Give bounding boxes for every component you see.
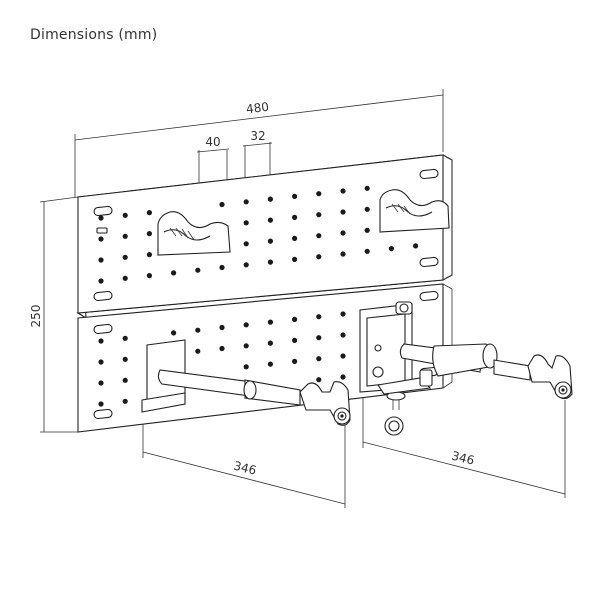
peg-hole (98, 380, 104, 386)
peg-hole (292, 256, 298, 262)
hook-left (157, 211, 231, 256)
peg-hole (316, 191, 322, 197)
peg-hole (364, 185, 370, 191)
peg-hole (122, 254, 128, 260)
peg-hole (292, 214, 298, 220)
peg-hole (267, 217, 273, 223)
peg-hole (267, 340, 273, 346)
peg-hole (146, 231, 152, 237)
peg-hole (364, 206, 370, 212)
peg-hole (340, 332, 346, 338)
dim-label-hole-spacing-a: 40 (205, 135, 220, 149)
peg-hole (292, 337, 298, 343)
peg-hole (219, 324, 225, 331)
peg-hole (146, 252, 152, 258)
peg-hole (267, 196, 273, 202)
peg-hole (122, 335, 128, 341)
peg-hole (364, 227, 370, 233)
peg-hole (292, 193, 298, 199)
peg-hole (243, 220, 249, 226)
peg-hole (267, 238, 273, 244)
peg-hole (267, 319, 273, 325)
peg-hole (98, 215, 104, 221)
peg-hole (316, 356, 322, 362)
peg-hole (316, 377, 322, 383)
peg-hole (340, 311, 346, 317)
peg-hole (243, 322, 249, 328)
peg-hole (340, 230, 346, 236)
peg-hole (98, 401, 104, 407)
peg-hole (340, 251, 346, 257)
peg-hole (316, 314, 322, 320)
hook-right (379, 189, 450, 233)
peg-hole (267, 361, 273, 367)
dim-height: 250 (29, 196, 79, 433)
peg-hole (364, 248, 370, 254)
peg-hole (98, 359, 104, 365)
arm-left (157, 369, 351, 426)
dim-overall-width: 480 (74, 89, 444, 197)
peg-hole (243, 262, 249, 268)
diagram-title: Dimensions (mm) (30, 27, 158, 43)
peg-hole (98, 236, 104, 242)
peg-hole (316, 212, 322, 218)
peg-hole (292, 316, 298, 322)
peg-hole (219, 264, 225, 271)
peg-hole (146, 273, 152, 279)
peg-hole (195, 267, 201, 273)
peg-hole (243, 364, 249, 370)
dim-arm-right: 346 (362, 395, 566, 498)
peg-hole (98, 338, 104, 344)
dim-arm-left: 346 (142, 405, 346, 508)
upper-slots (93, 168, 439, 302)
peg-hole (122, 212, 128, 218)
upper-panel (76, 154, 453, 320)
peg-hole (340, 353, 346, 359)
arm-right-clamp (359, 301, 433, 436)
dim-label-hole-spacing-b: 32 (250, 129, 265, 143)
peg-hole (340, 209, 346, 215)
peg-hole (122, 377, 128, 383)
lock-screw (96, 227, 108, 234)
peg-hole (316, 254, 322, 260)
upper-hole-grid (98, 185, 419, 284)
peg-hole (243, 199, 249, 205)
peg-hole (316, 335, 322, 341)
peg-hole (98, 278, 104, 284)
dim-label-arm-left: 346 (232, 459, 258, 478)
peg-hole (122, 233, 128, 239)
lower-hole-grid (98, 311, 346, 407)
peg-hole (388, 246, 394, 252)
peg-hole (267, 259, 273, 265)
peg-hole (219, 345, 225, 352)
dim-label-arm-right: 346 (450, 449, 476, 468)
arm-right (399, 343, 573, 400)
peg-hole (340, 374, 346, 380)
peg-hole (243, 343, 249, 349)
peg-hole (122, 356, 128, 362)
peg-hole (122, 398, 128, 404)
lower-slots (93, 290, 439, 420)
dim-label-overall-width: 480 (245, 100, 269, 117)
peg-hole (243, 241, 249, 247)
peg-hole (316, 233, 322, 239)
peg-hole (122, 275, 128, 281)
peg-hole (171, 330, 177, 336)
peg-hole (195, 327, 201, 333)
peg-hole (219, 201, 225, 208)
peg-hole (292, 358, 298, 364)
peg-hole (98, 257, 104, 263)
dim-label-height: 250 (29, 305, 43, 328)
peg-hole (195, 348, 201, 354)
peg-hole (292, 235, 298, 241)
peg-hole (171, 270, 177, 276)
peg-hole (340, 188, 346, 194)
peg-hole (146, 210, 152, 216)
peg-hole (413, 243, 419, 249)
